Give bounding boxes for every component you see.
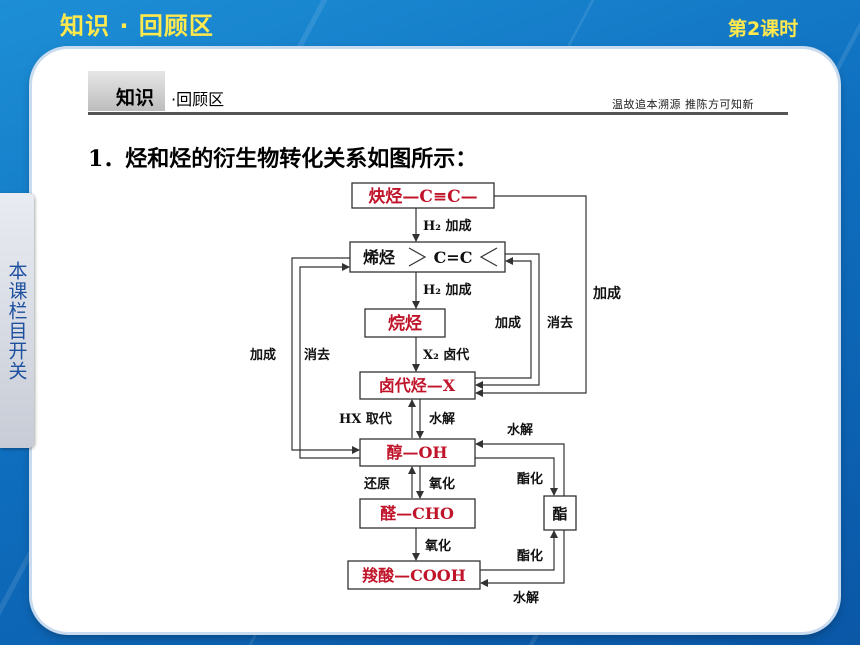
section-label-rest: ·回顾区 [171, 90, 225, 109]
label-alkene-halide-add: 加成 [494, 315, 521, 331]
node-box-acid [347, 560, 481, 590]
label-aldehyde-acid: 氧化 [424, 538, 451, 554]
arrow-alkene-alcohol-add [291, 257, 360, 454]
label-alkyne-halide: 加成 [592, 285, 621, 302]
conversion-diagram: 炔烃—C≡C— 烯烃 C=C 烷烃 卤代烃—X 醇—OH 醛—CHO 羧酸—CO… [249, 182, 621, 605]
label-alcohol-aldehyde: 氧化 [428, 476, 455, 492]
node-box-alcohol [359, 438, 476, 467]
arrow-halide-alkene-elim [475, 257, 532, 379]
arrow-ester-acid [480, 530, 565, 587]
lesson-tag: 第2课时 [728, 18, 799, 40]
section-label-strong: 知识 [116, 87, 155, 109]
motto-text: 温故追本溯源 推陈方可知新 [612, 98, 754, 111]
column-switch-label: 本课栏目开关 [5, 260, 28, 381]
column-switch-button[interactable]: 本课栏目开关 [0, 193, 34, 448]
section-label-box [88, 71, 165, 111]
label-alkene-alkane: H₂ 加成 [423, 282, 472, 298]
label-alkane-halide: X₂ 卤代 [423, 347, 469, 363]
label-acid-ester: 酯化 [517, 548, 543, 564]
label-halide-alkene-elim: 消去 [547, 315, 573, 331]
arrow-alcohol-ester [475, 457, 558, 496]
node-box-alkene [349, 241, 506, 273]
node-label-acid: 羧酸—COOH [362, 566, 466, 585]
node-label-alkene: 烯烃 [363, 248, 395, 267]
node-label-halide: 卤代烃—X [379, 376, 456, 395]
node-box-ester [543, 495, 577, 531]
label-ester-alcohol: 水解 [507, 422, 533, 438]
label-aldehyde-alcohol: 还原 [363, 476, 390, 492]
alkene-bond-lines [408, 247, 498, 267]
section-divider [88, 112, 788, 115]
label-alcohol-halide: HX 取代 [339, 411, 392, 427]
arrow-alkene-halide-add [475, 253, 540, 389]
label-alcohol-alkene-elim: 消去 [304, 347, 330, 363]
label-alcohol-ester: 酯化 [517, 471, 543, 487]
arrow-acid-ester [480, 530, 558, 571]
node-label-alkane: 烷烃 [388, 313, 422, 334]
node-label-ester: 酯 [552, 505, 567, 523]
node-box-aldehyde [359, 498, 476, 529]
arrow-ester-alcohol [475, 440, 565, 496]
node-box-halide [359, 371, 476, 400]
node-label-alkyne: 炔烃—C≡C— [368, 186, 477, 207]
node-label-aldehyde: 醛—CHO [380, 504, 454, 523]
arrow-alcohol-alkene-elim [299, 263, 360, 459]
node-label-alcohol: 醇—OH [386, 443, 447, 462]
question-statement: 1．烃和烃的衍生物转化关系如图所示： [88, 146, 478, 172]
node-label-alkene-formula: C=C [434, 248, 473, 267]
arrow-alkyne-halide [475, 195, 587, 397]
node-box-alkane [364, 308, 446, 338]
label-halide-alcohol: 水解 [429, 411, 455, 427]
label-ester-acid: 水解 [513, 590, 539, 605]
label-alkyne-alkene: H₂ 加成 [423, 218, 472, 234]
label-alkene-alcohol-add: 加成 [249, 347, 276, 363]
header-title: 知识 · 回顾区 [60, 12, 214, 40]
